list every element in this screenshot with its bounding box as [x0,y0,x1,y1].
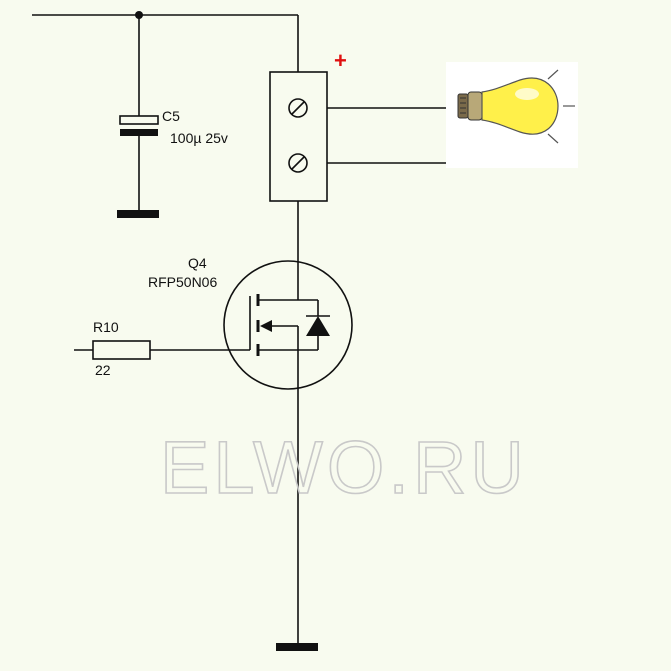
screw-terminal-top [288,98,308,118]
lamp-bulb-icon [446,62,578,168]
channel-arrow [260,320,272,332]
screw-terminal-bottom [288,153,308,173]
mosfet-ref-label: Q4 [188,255,207,271]
capacitor-value-label: 100µ 25v [170,130,228,146]
watermark-text: ELWO.RU [160,426,528,509]
body-diode-arrow [306,316,330,336]
terminal-block [269,71,328,202]
mosfet-part-label: RFP50N06 [148,274,217,290]
ground-symbol [117,210,159,218]
polarity-plus-mark: + [334,48,347,73]
mosfet-q4 [223,260,353,390]
ground-symbol-bottom [276,643,318,651]
capacitor-c5 [117,15,159,218]
resistor-ref-label: R10 [93,319,119,335]
resistor-value-label: 22 [95,362,111,378]
resistor-r10 [74,340,151,360]
capacitor-ref-label: C5 [162,108,180,124]
top-rail-wire [32,14,299,72]
